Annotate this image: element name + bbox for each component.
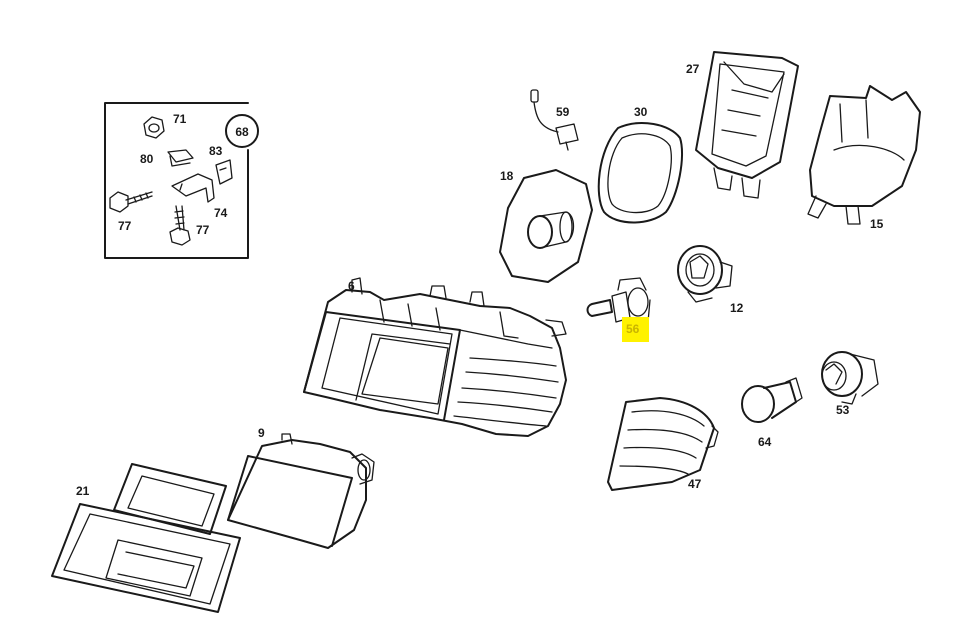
label-64: 64 bbox=[758, 435, 772, 449]
label-71: 71 bbox=[173, 112, 187, 126]
part-77-screw-right[interactable] bbox=[169, 205, 191, 246]
part-77-screw-left[interactable] bbox=[109, 191, 153, 213]
label-15: 15 bbox=[870, 217, 884, 231]
label-27: 27 bbox=[686, 62, 700, 76]
label-59: 59 bbox=[556, 105, 570, 119]
label-12: 12 bbox=[730, 301, 744, 315]
small-parts-inset: 68 71 80 83 74 77 77 bbox=[104, 102, 259, 259]
label-77-left: 77 bbox=[118, 219, 132, 233]
label-56: 56 bbox=[626, 322, 640, 336]
label-77-right: 77 bbox=[196, 223, 210, 237]
part-64-bulb[interactable] bbox=[741, 377, 803, 423]
part-6-headlamp[interactable] bbox=[303, 277, 567, 437]
label-30: 30 bbox=[634, 105, 648, 119]
part-71-nut[interactable] bbox=[143, 116, 165, 139]
callout-68 bbox=[225, 114, 259, 148]
label-74: 74 bbox=[214, 206, 228, 220]
label-21: 21 bbox=[76, 484, 90, 498]
part-83-bracket[interactable] bbox=[215, 159, 233, 185]
part-15-cover[interactable] bbox=[807, 85, 921, 225]
label-53: 53 bbox=[836, 403, 850, 417]
highlight-56 bbox=[622, 317, 649, 342]
part-9-foglamp[interactable] bbox=[227, 433, 375, 549]
part-18-reflector[interactable] bbox=[499, 169, 593, 283]
part-30-gasket[interactable] bbox=[597, 122, 684, 224]
part-74-bracket[interactable] bbox=[171, 173, 215, 203]
part-12-socket[interactable] bbox=[677, 245, 733, 303]
label-9: 9 bbox=[258, 426, 265, 440]
label-80: 80 bbox=[140, 152, 154, 166]
part-53-socket[interactable] bbox=[821, 351, 879, 405]
label-18: 18 bbox=[500, 169, 514, 183]
part-27-housing[interactable] bbox=[695, 51, 799, 199]
label-83: 83 bbox=[209, 144, 223, 158]
label-68: 68 bbox=[235, 125, 249, 139]
label-47: 47 bbox=[688, 477, 702, 491]
label-6: 6 bbox=[348, 279, 355, 293]
part-80-clip[interactable] bbox=[167, 149, 194, 167]
part-47-indicator[interactable] bbox=[607, 397, 719, 491]
part-21-lens-frame[interactable] bbox=[51, 463, 241, 613]
part-59-wire-bulb[interactable] bbox=[530, 89, 579, 151]
